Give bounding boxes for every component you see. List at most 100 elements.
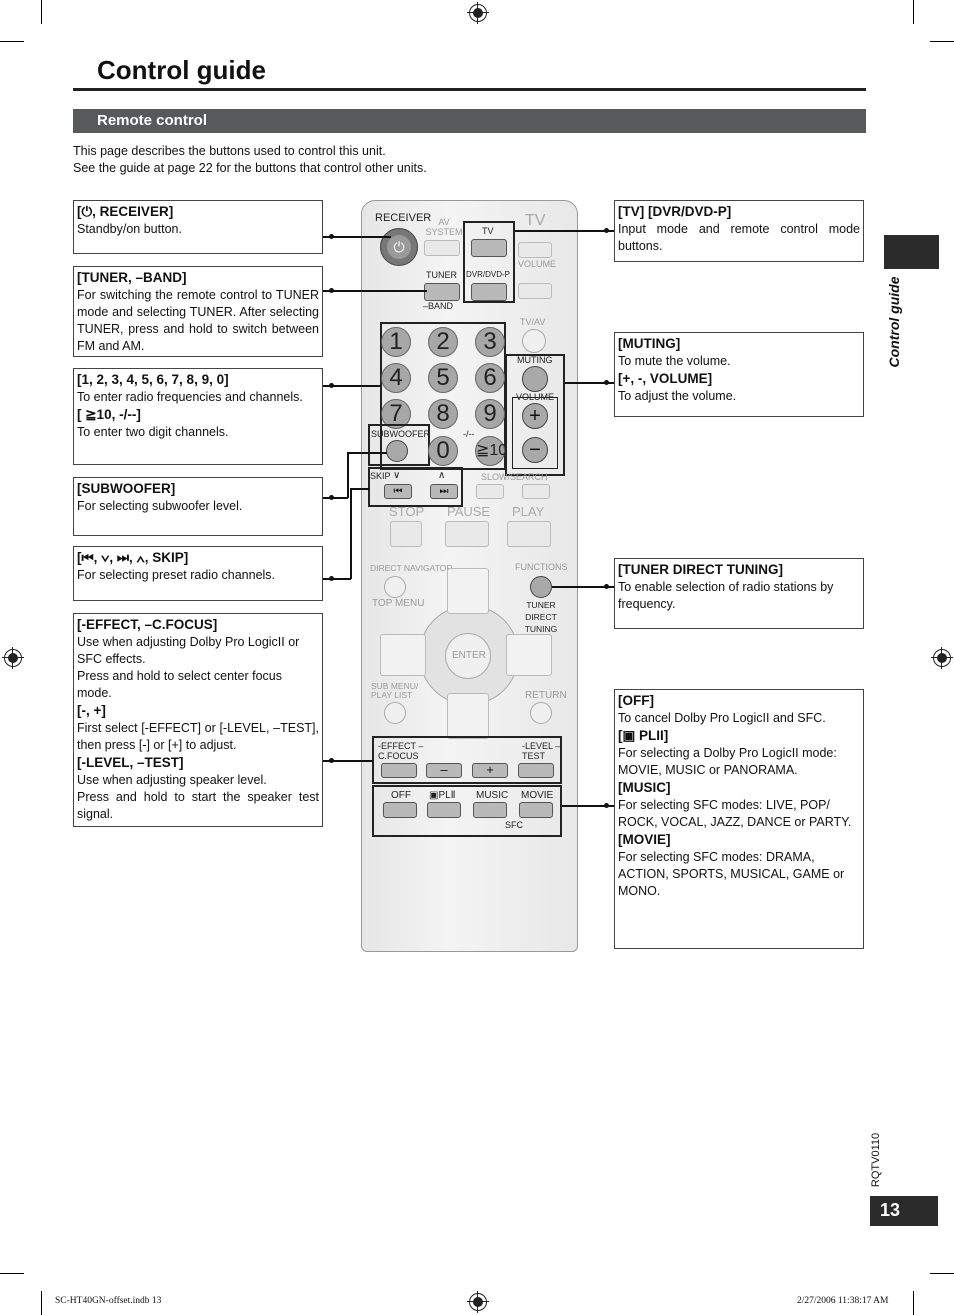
slow-search-label: SLOW/SEARCH (481, 472, 548, 482)
skip-highlight (368, 467, 463, 507)
nav-right-button[interactable] (506, 634, 552, 676)
plus-minus-heading: [-, +] (77, 703, 106, 718)
effect-group-highlight (372, 736, 562, 784)
receiver-text: Standby/on button. (77, 222, 182, 236)
music-heading: [MUSIC] (618, 780, 671, 795)
leader-line (515, 230, 614, 232)
preset-up-icon: ∧ (438, 470, 446, 481)
digit-2-button[interactable]: 2 (428, 327, 458, 357)
sub-menu-label: SUB MENU/ PLAY LIST (371, 681, 419, 700)
digit-4-button[interactable]: 4 (381, 363, 411, 393)
receiver-box: [⏻, RECEIVER] Standby/on button. (73, 200, 323, 254)
subwoofer-button[interactable] (386, 440, 408, 462)
leader-line (350, 488, 370, 490)
pl-label: ▣PLⅡ (429, 790, 456, 801)
side-label-text: Control guide (886, 276, 902, 368)
direct-tuning-heading: [TUNER DIRECT TUNING] (618, 562, 783, 577)
dvr-label: DVR/DVD-P (466, 270, 511, 279)
leader-line (323, 578, 351, 580)
tuner-direct-tuning-button[interactable] (530, 576, 552, 598)
preset-down-icon: ∨ (393, 470, 401, 481)
registration-mark-icon (931, 647, 953, 669)
subwoofer-text: For selecting subwoofer level. (77, 499, 243, 513)
rewind-button[interactable] (476, 484, 504, 499)
tuner-button[interactable] (424, 283, 460, 301)
stop-button[interactable] (390, 521, 422, 547)
level-text: Use when adjusting speaker level. (77, 773, 267, 787)
crop-mark (41, 1291, 42, 1315)
off-button[interactable] (383, 802, 417, 818)
muting-button[interactable] (522, 366, 548, 392)
page-title: Control guide (97, 55, 266, 85)
numbers-text: To enter radio frequencies and channels. (77, 390, 303, 404)
return-button[interactable] (530, 702, 552, 724)
music-button[interactable] (473, 802, 507, 818)
fast-forward-button[interactable] (522, 484, 550, 499)
leader-dot (329, 383, 334, 388)
skip-text: For selecting preset radio channels. (77, 568, 276, 582)
volume-group-outline (512, 397, 558, 469)
skip-back-button[interactable]: ⏮ (384, 484, 412, 499)
off-label: OFF (391, 790, 411, 801)
direct-navigator-button[interactable] (384, 576, 406, 598)
intro-text: This page describes the buttons used to … (73, 143, 427, 177)
minus-button[interactable]: – (426, 763, 462, 778)
effect-label: -EFFECT –C.FOCUS (378, 741, 424, 761)
crop-mark (0, 41, 24, 42)
skip-forward-button[interactable]: ⏭ (430, 484, 458, 499)
tvav-button[interactable] (522, 329, 546, 353)
leader-line (562, 805, 614, 807)
nav-down-button[interactable] (447, 693, 489, 739)
level-button[interactable] (518, 763, 554, 778)
digit-0-button[interactable]: 0 (428, 436, 458, 466)
digit-8-button[interactable]: 8 (428, 399, 458, 429)
play-label: PLAY (512, 504, 545, 519)
nav-up-button[interactable] (447, 568, 489, 614)
dvr-button[interactable] (471, 283, 507, 301)
tv-highlight (463, 221, 515, 303)
tv-volume-up-button[interactable] (518, 242, 552, 258)
return-label: RETURN (525, 690, 567, 701)
volume-down-button[interactable]: − (522, 437, 548, 463)
subwoofer-box: [SUBWOOFER] For selecting subwoofer leve… (73, 477, 323, 536)
functions-label: FUNCTIONS (515, 562, 568, 572)
pause-label: PAUSE (447, 504, 491, 519)
digit-5-button[interactable]: 5 (428, 363, 458, 393)
skip-heading: [⏮, ∨, ⏭, ∧, SKIP] (77, 550, 189, 565)
digit-6-button[interactable]: 6 (475, 363, 505, 393)
effect-button[interactable] (381, 763, 417, 778)
ten-button[interactable]: ≧10 (475, 436, 507, 466)
tvav-label: TV/AV (520, 317, 546, 327)
leader-dot (329, 495, 334, 500)
volume-up-button[interactable]: + (522, 403, 548, 429)
plus-button[interactable]: + (472, 763, 508, 778)
crop-mark (0, 1273, 24, 1274)
tv-volume-down-button[interactable] (518, 283, 552, 299)
movie-button[interactable] (519, 802, 553, 818)
play-button[interactable] (507, 521, 551, 547)
effect-text: Use when adjusting Dolby Pro LogicII or … (77, 635, 300, 666)
leader-line (323, 760, 373, 762)
tuner-direct-label: TUNER DIRECT TUNING (524, 600, 558, 634)
digit-9-button[interactable]: 9 (475, 399, 505, 429)
doc-code-text: RQTV0110 (870, 1132, 882, 1188)
numbers-box: [1, 2, 3, 4, 5, 6, 7, 8, 9, 0] To enter … (73, 368, 323, 465)
digit-3-button[interactable]: 3 (475, 327, 505, 357)
enter-button[interactable] (445, 633, 491, 679)
nav-left-button[interactable] (380, 634, 426, 676)
sub-menu-button[interactable] (384, 702, 406, 724)
leader-dot (604, 228, 609, 233)
av-system-button[interactable] (424, 240, 460, 256)
pl-button[interactable] (427, 802, 461, 818)
pause-button[interactable] (445, 521, 489, 547)
tv-button[interactable] (471, 239, 507, 257)
leader-line (323, 236, 391, 238)
music-label: MUSIC (476, 790, 509, 801)
digit-1-button[interactable]: 1 (381, 327, 411, 357)
level-heading: [-LEVEL, –TEST] (77, 755, 184, 770)
power-button[interactable]: ⏻ (380, 228, 418, 266)
pl-heading: [▣ PLII] (618, 728, 669, 743)
page-number: 13 (870, 1196, 938, 1226)
direct-tuning-box: [TUNER DIRECT TUNING] To enable selectio… (614, 558, 864, 629)
effect-text-b: Press and hold to select center focus mo… (77, 669, 282, 700)
